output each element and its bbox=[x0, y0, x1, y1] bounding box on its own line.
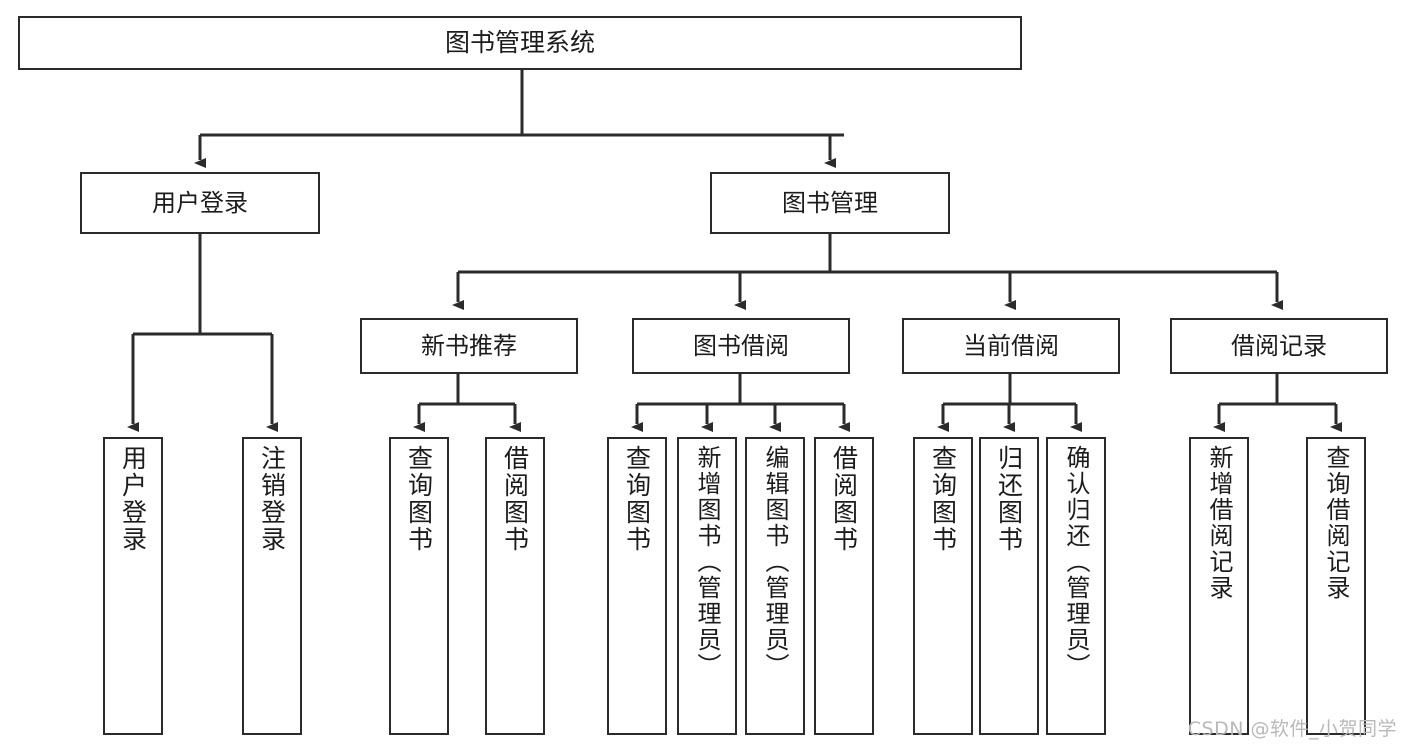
leaf-book-borrow-edit-label: 编辑图书（管理员） bbox=[761, 445, 789, 679]
leaf-borrow-record-query[interactable]: 查询借阅记录 bbox=[1306, 437, 1366, 735]
leaf-book-borrow-query[interactable]: 查询图书 bbox=[607, 437, 667, 735]
leaf-user-login-signout[interactable]: 注销登录 bbox=[242, 437, 302, 735]
leaf-new-book-query-label: 查询图书 bbox=[404, 445, 434, 553]
csdn-watermark: CSDN @软件_小贺同学 bbox=[1187, 718, 1397, 740]
leaf-current-borrow-query[interactable]: 查询图书 bbox=[913, 437, 973, 735]
leaf-borrow-record-add[interactable]: 新增借阅记录 bbox=[1189, 437, 1249, 735]
node-book-borrow[interactable]: 图书借阅 bbox=[632, 318, 850, 374]
leaf-current-borrow-return-label: 归还图书 bbox=[994, 445, 1024, 553]
leaf-current-borrow-query-label: 查询图书 bbox=[928, 445, 958, 553]
node-borrow-record[interactable]: 借阅记录 bbox=[1170, 318, 1388, 374]
leaf-borrow-record-add-label: 新增借阅记录 bbox=[1205, 445, 1233, 601]
leaf-user-login-signin[interactable]: 用户登录 bbox=[103, 437, 163, 735]
node-user-login-label: 用户登录 bbox=[152, 188, 248, 217]
node-current-borrow[interactable]: 当前借阅 bbox=[902, 318, 1120, 374]
node-book-management-label: 图书管理 bbox=[782, 188, 878, 217]
node-book-borrow-label: 图书借阅 bbox=[693, 331, 789, 360]
leaf-book-borrow-add[interactable]: 新增图书（管理员） bbox=[677, 437, 737, 735]
leaf-book-borrow-borrow[interactable]: 借阅图书 bbox=[814, 437, 874, 735]
leaf-current-borrow-return[interactable]: 归还图书 bbox=[979, 437, 1039, 735]
leaf-borrow-record-query-label: 查询借阅记录 bbox=[1322, 445, 1350, 601]
node-new-book-recommend-label: 新书推荐 bbox=[421, 331, 517, 360]
leaf-user-login-signin-label: 用户登录 bbox=[118, 445, 148, 553]
leaf-book-borrow-add-label: 新增图书（管理员） bbox=[693, 445, 721, 679]
node-borrow-record-label: 借阅记录 bbox=[1231, 331, 1327, 360]
leaf-new-book-borrow[interactable]: 借阅图书 bbox=[485, 437, 545, 735]
node-root-label: 图书管理系统 bbox=[444, 28, 595, 57]
node-user-login[interactable]: 用户登录 bbox=[80, 172, 320, 234]
leaf-user-login-signout-label: 注销登录 bbox=[257, 445, 287, 553]
leaf-new-book-query[interactable]: 查询图书 bbox=[389, 437, 449, 735]
leaf-book-borrow-edit[interactable]: 编辑图书（管理员） bbox=[745, 437, 805, 735]
leaf-new-book-borrow-label: 借阅图书 bbox=[500, 445, 530, 553]
leaf-book-borrow-query-label: 查询图书 bbox=[622, 445, 652, 553]
leaf-book-borrow-borrow-label: 借阅图书 bbox=[829, 445, 859, 553]
leaf-current-borrow-confirm-return[interactable]: 确认归还（管理员） bbox=[1046, 437, 1106, 735]
node-new-book-recommend[interactable]: 新书推荐 bbox=[360, 318, 578, 374]
leaf-current-borrow-confirm-return-label: 确认归还（管理员） bbox=[1062, 445, 1090, 679]
node-current-borrow-label: 当前借阅 bbox=[963, 331, 1059, 360]
node-book-management[interactable]: 图书管理 bbox=[710, 172, 950, 234]
node-root-system[interactable]: 图书管理系统 bbox=[18, 16, 1022, 70]
